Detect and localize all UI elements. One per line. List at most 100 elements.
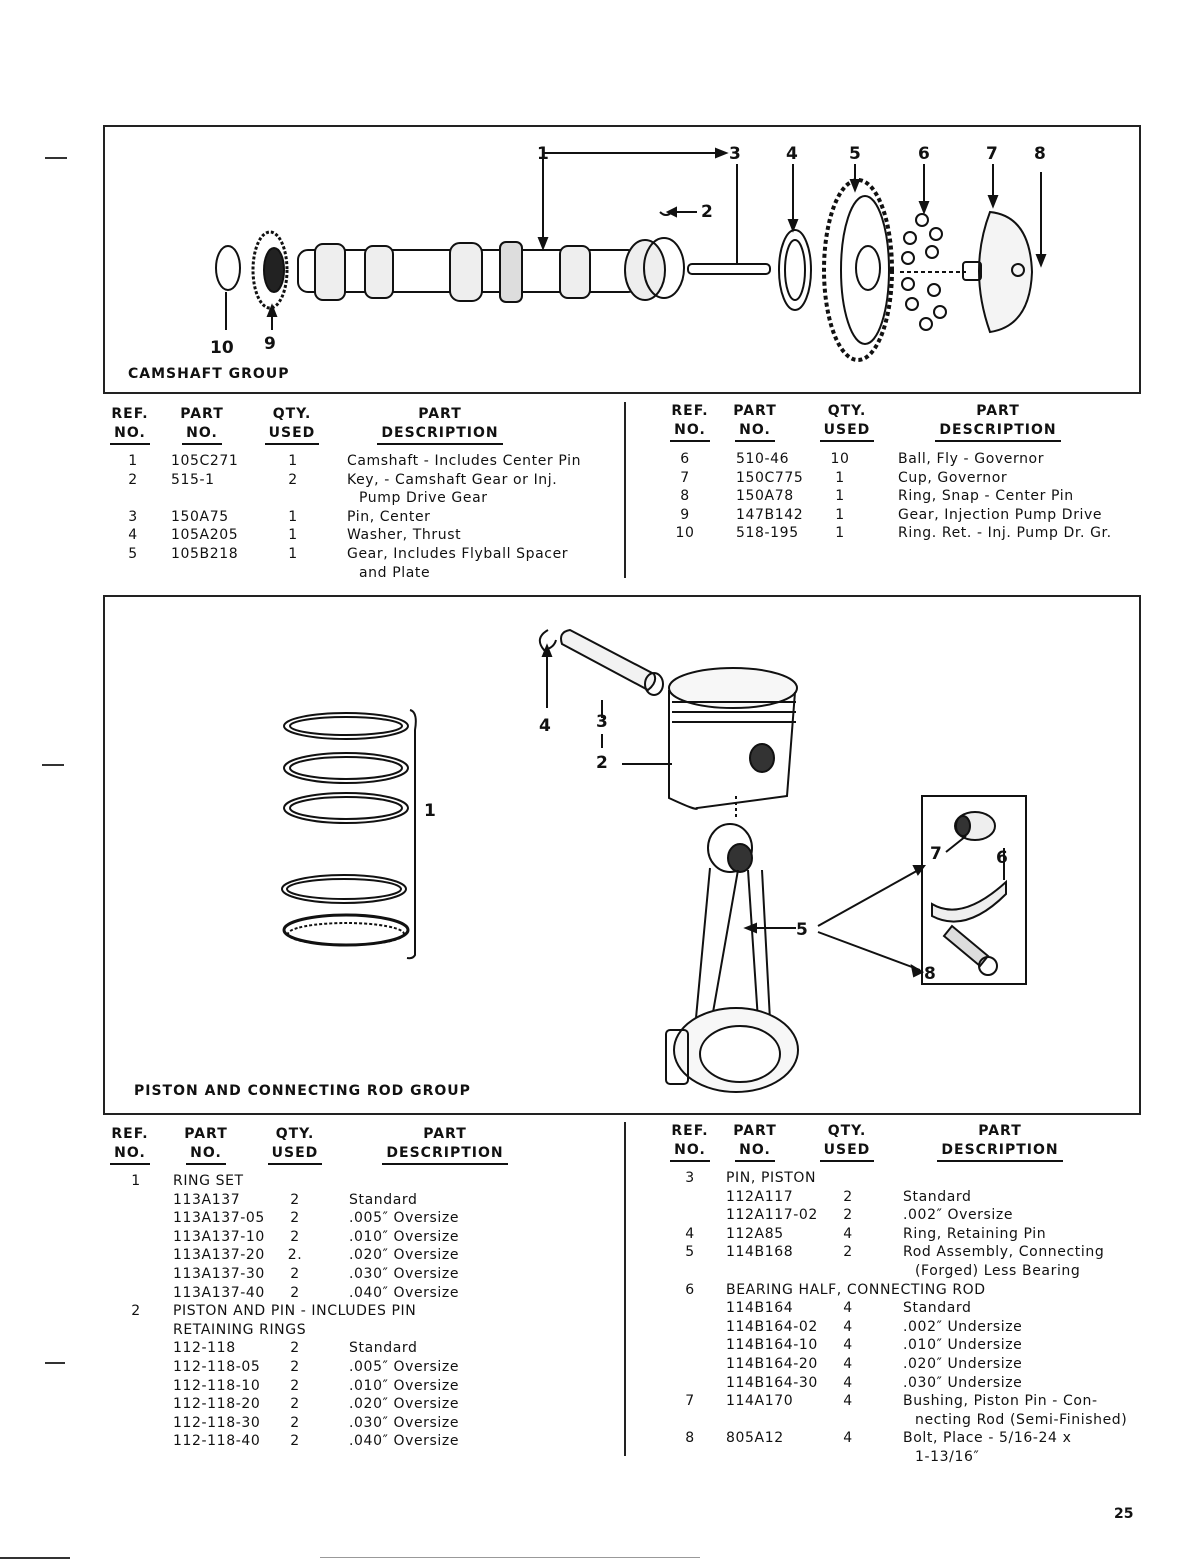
part-description: Standard: [903, 1188, 972, 1205]
ref-no: 8: [680, 488, 690, 505]
ref-no: 6: [680, 451, 690, 467]
part-no: 113A137-30: [173, 1266, 265, 1282]
part-no: 150A75: [171, 508, 229, 525]
qty-used: 1: [288, 508, 298, 525]
part-description: .005″ Oversize: [349, 1210, 460, 1227]
header-ref: REF.NO.: [105, 1125, 155, 1165]
callout-4: 4: [539, 716, 551, 736]
part-no: 112A117: [726, 1188, 794, 1205]
callout-5: 5: [796, 920, 808, 940]
part-description: .030″ Oversize: [349, 1266, 460, 1282]
part-no: 510-46: [736, 451, 790, 467]
qty-used: 2: [290, 1396, 300, 1413]
qty-used: 4: [843, 1337, 853, 1354]
part-no: 114B164-02: [726, 1318, 818, 1335]
callout-10: 10: [210, 338, 234, 358]
part-description: Rod Assembly, Connecting: [903, 1244, 1105, 1261]
part-description: Cup, Governor: [898, 469, 1008, 486]
callout-5: 5: [849, 144, 861, 164]
part-no: 150A78: [736, 488, 794, 505]
part-description: .020″ Undersize: [903, 1356, 1023, 1372]
part-no: 518-195: [736, 525, 799, 542]
part-no: 112-118: [173, 1340, 236, 1357]
page-number: 25: [1114, 1506, 1134, 1522]
qty-used: 2: [843, 1207, 853, 1224]
qty-used: 2: [290, 1210, 300, 1227]
margin-mark: [45, 157, 67, 159]
part-description: .040″ Oversize: [349, 1433, 460, 1450]
part-no: 114B164-30: [726, 1374, 818, 1391]
piston-figure-frame: [103, 595, 1141, 1115]
qty-used: 1: [835, 469, 845, 486]
qty-used: 1: [288, 527, 298, 544]
part-description: Ring, Retaining Pin: [903, 1225, 1047, 1242]
part-no: 112-118-20: [173, 1396, 261, 1413]
part-description: and Plate: [359, 564, 431, 581]
part-description: Gear, Injection Pump Drive: [898, 506, 1103, 523]
part-no: 112-118-10: [173, 1377, 261, 1394]
callout-2: 2: [701, 202, 713, 222]
part-description: Ring, Snap - Center Pin: [898, 488, 1074, 505]
piston-group-title: PISTON AND CONNECTING ROD GROUP: [134, 1083, 471, 1099]
ref-no: 2: [128, 471, 138, 488]
part-no: 112-118-30: [173, 1414, 261, 1431]
part-no: 105A205: [171, 527, 239, 544]
part-description: Pin, Center: [347, 508, 431, 525]
header-qty: QTY.USED: [817, 1122, 877, 1162]
column-separator: [624, 402, 626, 578]
callout-6: 6: [996, 848, 1008, 868]
part-description: necting Rod (Semi-Finished): [915, 1411, 1128, 1428]
callout-1: 1: [424, 801, 436, 821]
header-ref: REF.NO.: [663, 1122, 717, 1162]
qty-used: 4: [843, 1374, 853, 1391]
part-description: Standard: [903, 1300, 972, 1317]
qty-used: 4: [843, 1356, 853, 1372]
part-description: .030″ Undersize: [903, 1374, 1023, 1391]
part-no: PISTON AND PIN - INCLUDES PIN: [173, 1303, 417, 1320]
part-no: RETAINING RINGS: [173, 1321, 307, 1338]
qty-used: 1: [835, 506, 845, 523]
part-no: 150C775: [736, 469, 804, 486]
header-qty: QTY.USED: [265, 1125, 325, 1165]
qty-used: 2: [290, 1266, 300, 1282]
callout-4: 4: [786, 144, 798, 164]
callout-8: 8: [1034, 144, 1046, 164]
qty-used: 2: [288, 471, 298, 488]
part-no: 114B164-20: [726, 1356, 818, 1372]
part-description: Camshaft - Includes Center Pin: [347, 453, 582, 469]
part-description: .040″ Oversize: [349, 1284, 460, 1301]
part-no: 114B168: [726, 1244, 794, 1261]
qty-used: 10: [830, 451, 850, 467]
part-no: 105B218: [171, 546, 239, 562]
part-no: 113A137: [173, 1191, 241, 1208]
part-no: 113A137-05: [173, 1210, 265, 1227]
part-description: 1-13/16″: [915, 1449, 980, 1465]
qty-used: 4: [843, 1393, 853, 1410]
part-description: .002″ Oversize: [903, 1207, 1014, 1224]
part-description: .020″ Oversize: [349, 1247, 460, 1264]
callout-6: 6: [918, 144, 930, 164]
header-ref: REF.NO.: [105, 405, 155, 445]
ref-no: 5: [685, 1244, 695, 1261]
part-description: .010″ Undersize: [903, 1337, 1023, 1354]
ref-no: 3: [685, 1170, 695, 1186]
part-no: 114B164: [726, 1300, 794, 1317]
part-description: Ring. Ret. - Inj. Pump Dr. Gr.: [898, 525, 1112, 542]
part-no: 113A137-10: [173, 1228, 265, 1245]
qty-used: 1: [288, 546, 298, 562]
qty-used: 2.: [287, 1247, 303, 1264]
qty-used: 2: [290, 1414, 300, 1431]
callout-3: 3: [729, 144, 741, 164]
qty-used: 2: [290, 1433, 300, 1450]
callout-3: 3: [596, 712, 608, 732]
part-no: 112A117-02: [726, 1207, 818, 1224]
ref-no: 1: [131, 1173, 141, 1189]
ref-no: 1: [128, 453, 138, 469]
